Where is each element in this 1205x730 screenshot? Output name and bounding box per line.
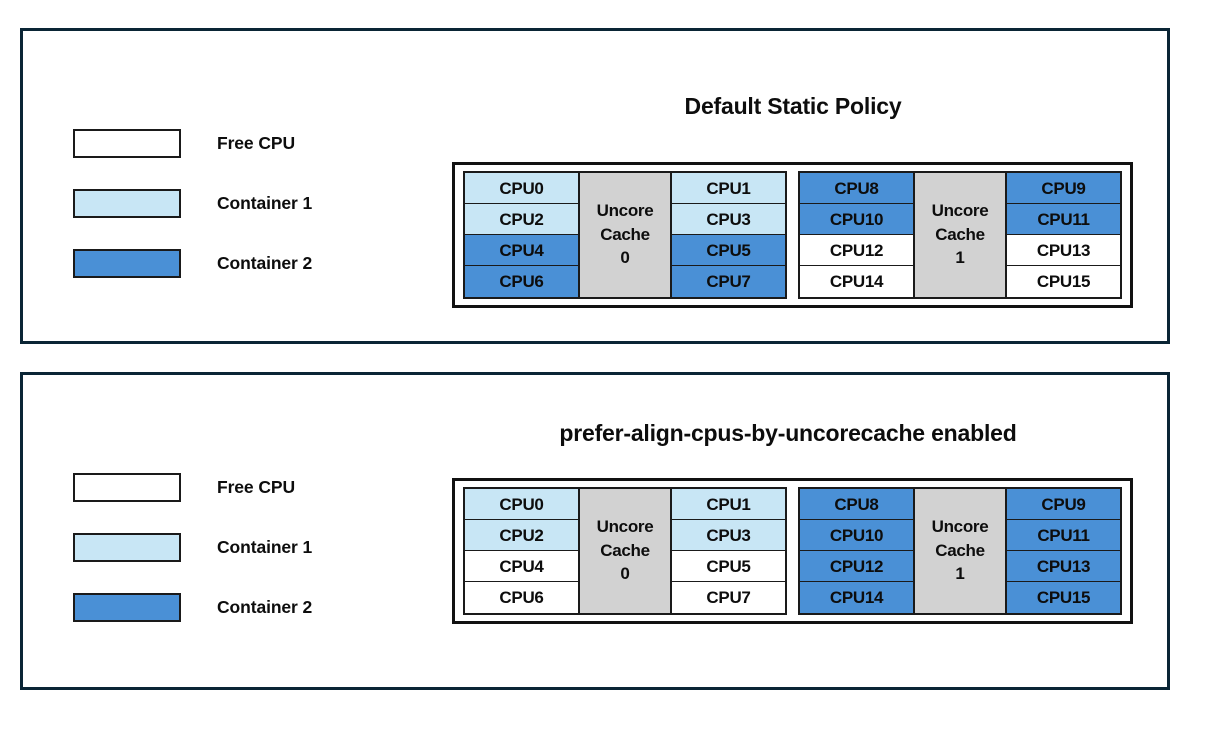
uncore-cache-label: Cache [935, 540, 985, 560]
diagram-title: prefer-align-cpus-by-uncorecache enabled [559, 420, 1017, 446]
cpu-cell: CPU2 [464, 203, 579, 236]
cpu-cell: CPU3 [671, 519, 786, 552]
legend-item: Free CPU [73, 457, 312, 517]
cpu-cell: CPU7 [671, 581, 786, 614]
uncore-cache-label: Cache [600, 540, 650, 560]
uncore-cache-label: 1 [955, 564, 965, 584]
legend-label-container-1: Container 1 [217, 192, 313, 213]
cpu-cell: CPU9 [1006, 488, 1121, 521]
uncore-cache-label: Uncore [596, 517, 654, 537]
cpu-cell: CPU1 [671, 172, 786, 205]
uncore-cache-label: Cache [935, 224, 985, 244]
cpu-cell: CPU3 [671, 203, 786, 236]
uncore-cache-label: 0 [620, 248, 630, 268]
cpu-cell: CPU4 [464, 550, 579, 583]
legend-label-container-1: Container 1 [217, 536, 313, 557]
cpu-cell: CPU0 [464, 488, 579, 521]
legend-label-container-2: Container 2 [217, 596, 313, 617]
legend-swatch-container-2 [73, 592, 181, 622]
legend-item: Container 1 [73, 517, 312, 577]
legend-label-free-cpu: Free CPU [217, 476, 295, 497]
legend-item: Container 2 [73, 233, 312, 293]
cpu-cell: CPU10 [799, 203, 914, 236]
cpu-cell: CPU2 [464, 519, 579, 552]
cpu-cell: CPU6 [464, 265, 579, 298]
cpu-cell: CPU5 [671, 234, 786, 267]
legend-swatch-container-2 [73, 248, 181, 278]
diagram-title: Default Static Policy [684, 93, 902, 119]
cpu-cell: CPU5 [671, 550, 786, 583]
legend-swatch-container-1 [73, 188, 181, 218]
legend-swatch-container-1 [73, 532, 181, 562]
legend-swatch-free-cpu [73, 128, 181, 158]
cpu-cell: CPU15 [1006, 581, 1121, 614]
cpu-cell: CPU13 [1006, 234, 1121, 267]
cpu-cell: CPU8 [799, 488, 914, 521]
panel-default-static-policy: Free CPU Container 1 Container 2 Default… [20, 28, 1170, 344]
uncore-cache-label: Uncore [931, 201, 989, 221]
cpu-cell: CPU8 [799, 172, 914, 205]
cpu-cell: CPU14 [799, 581, 914, 614]
legend-item: Free CPU [73, 113, 312, 173]
legend-swatch-free-cpu [73, 472, 181, 502]
uncore-cache-label: 0 [620, 564, 630, 584]
uncore-cache-label: 1 [955, 248, 965, 268]
cpu-cell: CPU6 [464, 581, 579, 614]
uncore-cache-label: Cache [600, 224, 650, 244]
cpu-cell: CPU12 [799, 550, 914, 583]
cpu-cell: CPU9 [1006, 172, 1121, 205]
cpu-cell: CPU11 [1006, 203, 1121, 236]
legend-top: Free CPU Container 1 Container 2 [73, 113, 312, 293]
uncore-cache-label: Uncore [596, 201, 654, 221]
cpu-cell: CPU13 [1006, 550, 1121, 583]
legend-label-container-2: Container 2 [217, 252, 313, 273]
uncore-cache-label: Uncore [931, 517, 989, 537]
cpu-cell: CPU12 [799, 234, 914, 267]
cpu-cell: CPU14 [799, 265, 914, 298]
cpu-cell: CPU4 [464, 234, 579, 267]
cpu-cell: CPU1 [671, 488, 786, 521]
legend-label-free-cpu: Free CPU [217, 132, 295, 153]
cpu-cell: CPU15 [1006, 265, 1121, 298]
cpu-cell: CPU11 [1006, 519, 1121, 552]
panel-prefer-align-cpus-by-uncorecache: Free CPU Container 1 Container 2 prefer-… [20, 372, 1170, 690]
cpu-cell: CPU7 [671, 265, 786, 298]
cpu-cell: CPU0 [464, 172, 579, 205]
legend-item: Container 1 [73, 173, 312, 233]
cpu-cell: CPU10 [799, 519, 914, 552]
legend-bottom: Free CPU Container 1 Container 2 [73, 457, 312, 637]
legend-item: Container 2 [73, 577, 312, 637]
